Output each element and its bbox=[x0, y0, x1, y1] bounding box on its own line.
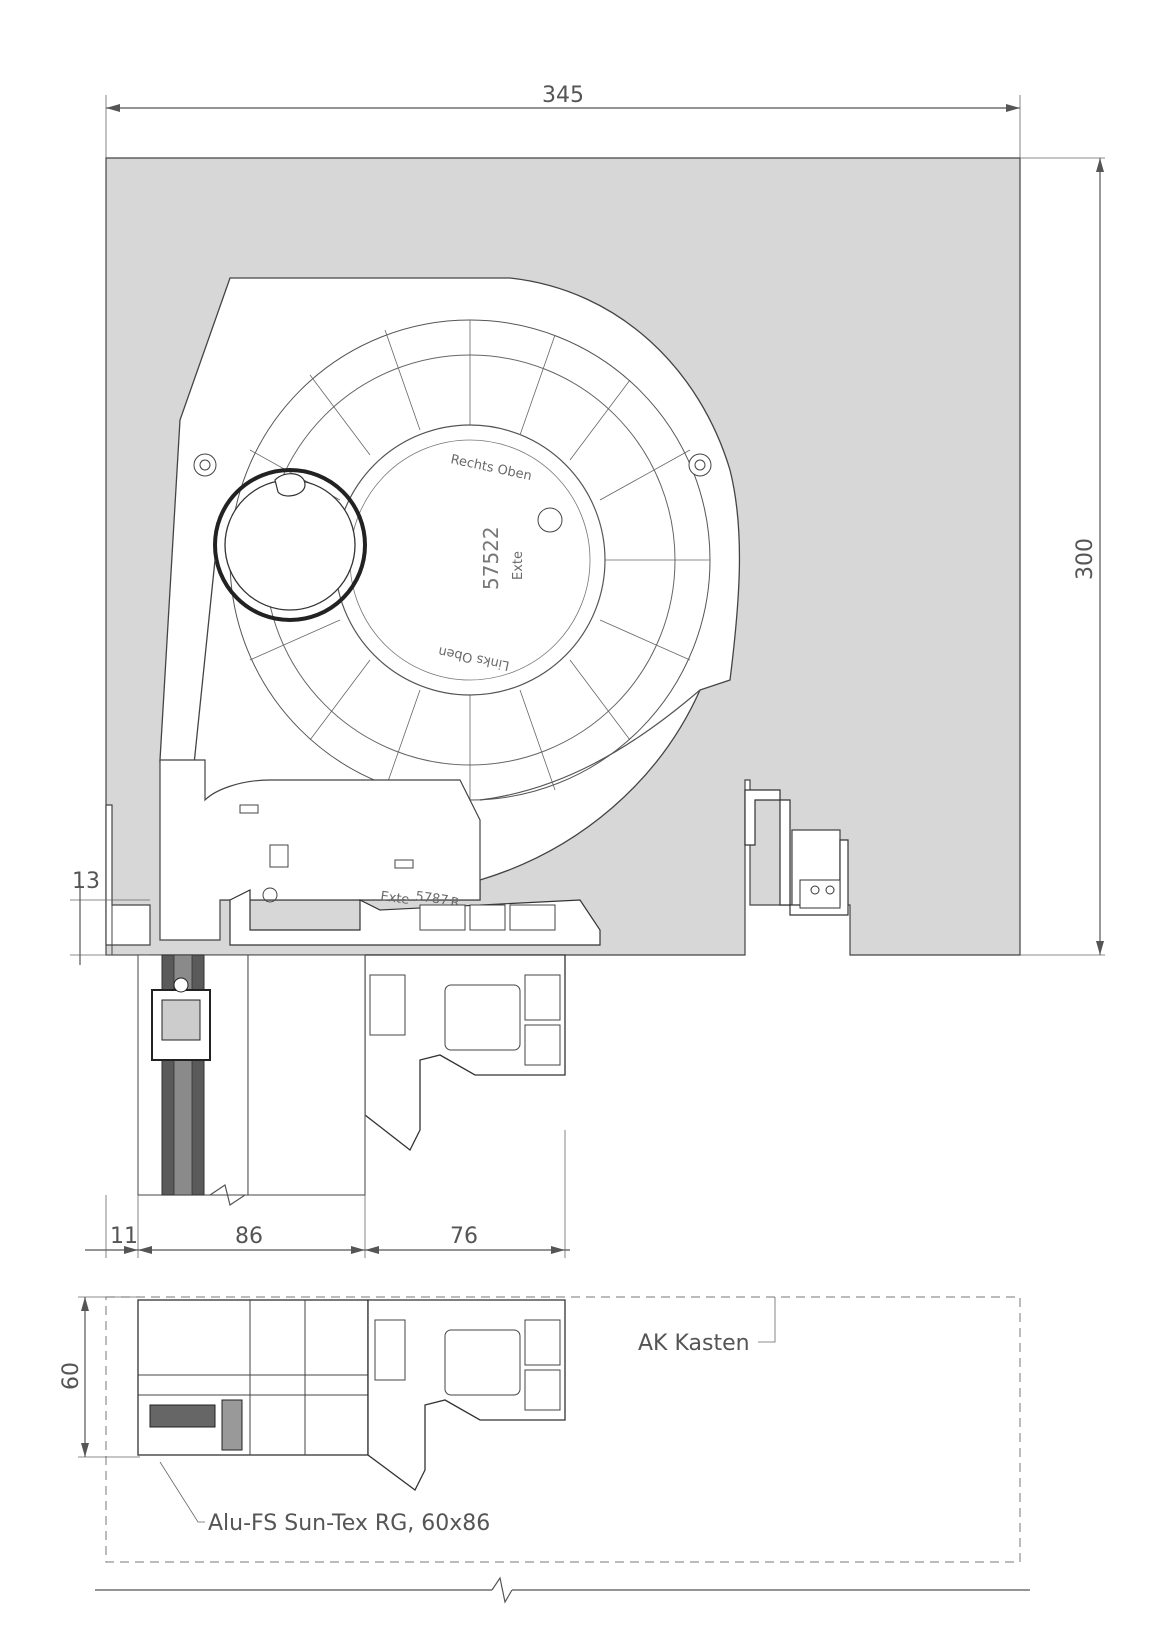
bottom-break-line bbox=[95, 1576, 1030, 1604]
bracket-brand-label: Exte bbox=[379, 889, 410, 908]
window-frame-top-sash bbox=[229, 889, 601, 946]
alu-fs-leader bbox=[159, 1461, 205, 1523]
winding-coil-inner bbox=[224, 479, 356, 611]
bracket-suffix-label: R bbox=[449, 895, 460, 911]
alu-fs-seal bbox=[221, 1399, 243, 1451]
window-chamber-4 bbox=[369, 974, 406, 1036]
alu-fs-label: Alu-FS Sun-Tex RG, 60x86 bbox=[208, 1511, 490, 1536]
dim-top bbox=[105, 95, 1021, 158]
guide-rail-top-hole bbox=[173, 977, 189, 993]
alu-fs-brush bbox=[149, 1404, 216, 1428]
dim-bottom-a: 11 bbox=[110, 1224, 138, 1249]
dim-bottom bbox=[85, 1130, 570, 1258]
dim-left bbox=[70, 885, 150, 965]
dim-bottom-b: 86 bbox=[235, 1224, 263, 1249]
window-frame-cell-2 bbox=[469, 904, 506, 931]
end-cap-hole-4 bbox=[694, 459, 706, 471]
dim-top-value: 345 bbox=[542, 83, 584, 108]
bracket-slot-2 bbox=[394, 859, 414, 869]
reveal-center bbox=[247, 954, 366, 1196]
bracket-id-label: 5787 bbox=[414, 889, 449, 908]
rail-screw-2 bbox=[825, 885, 835, 895]
end-cap-lower-cut bbox=[479, 689, 701, 801]
break-mark-reveal bbox=[209, 1184, 246, 1206]
window-section-chamber-4 bbox=[374, 1319, 406, 1381]
hem-bar-core bbox=[161, 999, 201, 1041]
ak-kasten-label: AK Kasten bbox=[638, 1331, 750, 1356]
end-cap-outline bbox=[159, 277, 741, 901]
ak-kasten-outline bbox=[105, 1296, 1021, 1563]
end-cap-hole-2 bbox=[199, 459, 211, 471]
ak-kasten-leader bbox=[758, 1297, 776, 1343]
end-cap-hole-3 bbox=[688, 453, 712, 477]
bracket-hole bbox=[262, 887, 278, 903]
window-frame-cell-1 bbox=[419, 904, 466, 931]
window-section-chamber-1 bbox=[444, 1329, 521, 1396]
window-chamber-1 bbox=[444, 984, 521, 1051]
window-section-chamber-3 bbox=[524, 1369, 561, 1411]
guide-rail-profile bbox=[744, 789, 849, 916]
dim-bottom-c: 76 bbox=[450, 1224, 478, 1249]
rail-slot bbox=[799, 879, 841, 909]
dim-section bbox=[78, 1296, 140, 1458]
end-cap-bearing bbox=[537, 507, 563, 533]
left-frame-rail bbox=[105, 804, 151, 946]
window-section-chamber-2 bbox=[524, 1319, 561, 1366]
end-cap-id-label: 57522 bbox=[479, 526, 503, 590]
window-frame-cell-3 bbox=[509, 904, 556, 931]
rail-screw-1 bbox=[810, 885, 820, 895]
shaft-clip bbox=[274, 473, 306, 497]
dim-right bbox=[1020, 157, 1105, 956]
bracket-slot-3 bbox=[269, 844, 289, 868]
dim-right-value: 300 bbox=[1073, 538, 1098, 580]
end-cap-hole-1 bbox=[193, 453, 217, 477]
end-cap-brand-label: Exte bbox=[511, 551, 526, 580]
winding-coil-outer bbox=[213, 468, 367, 622]
alu-fs-section bbox=[137, 1299, 369, 1456]
bracket-slot-1 bbox=[239, 804, 259, 814]
window-chamber-3 bbox=[524, 1024, 561, 1066]
window-chamber-2 bbox=[524, 974, 561, 1021]
dim-section-value: 60 bbox=[59, 1362, 84, 1390]
dim-left-value: 13 bbox=[72, 869, 100, 894]
